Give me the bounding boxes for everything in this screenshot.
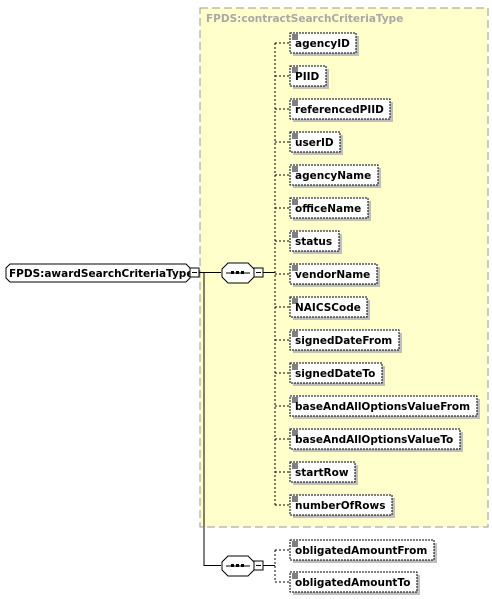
element-label[interactable]: numberOfRows — [295, 500, 385, 512]
element-box[interactable] — [289, 65, 327, 87]
element-box[interactable] — [289, 164, 379, 186]
element-box[interactable] — [289, 428, 461, 450]
element-box[interactable] — [289, 230, 340, 252]
element-content-icon — [292, 463, 298, 469]
element-label[interactable]: baseAndAllOptionsValueTo — [295, 434, 453, 446]
element-box[interactable] — [289, 197, 369, 219]
element-box[interactable] — [289, 32, 357, 54]
sequence-dot — [231, 564, 234, 567]
sequence-dot — [241, 564, 244, 567]
element-content-icon — [292, 397, 298, 403]
sequence-dot — [236, 271, 239, 274]
element-box[interactable] — [289, 362, 383, 384]
element-label[interactable]: signedDateFrom — [295, 335, 392, 347]
element-label[interactable]: officeName — [295, 203, 361, 215]
element-content-icon — [292, 34, 298, 40]
element-box[interactable] — [289, 296, 368, 318]
element-content-icon — [292, 265, 298, 271]
element-box[interactable] — [289, 263, 378, 285]
element-label[interactable]: baseAndAllOptionsValueFrom — [295, 401, 470, 413]
element-label[interactable]: agencyID — [295, 38, 350, 50]
element-label[interactable]: PIID — [295, 71, 320, 83]
element-layer: agencyID PIID referencedPIID userID agencyNa… — [263, 32, 480, 595]
element-label[interactable]: startRow — [295, 467, 349, 479]
element-label[interactable]: obligatedAmountFrom — [295, 545, 427, 557]
connector-root-seq2 — [203, 272, 221, 566]
element-content-icon — [292, 166, 298, 172]
sequence-dot — [241, 271, 244, 274]
element-label[interactable]: signedDateTo — [295, 368, 375, 380]
element-label[interactable]: referencedPIID — [295, 104, 384, 116]
element-content-icon — [292, 430, 298, 436]
group-title: FPDS:contractSearchCriteriaType — [206, 13, 403, 25]
element-content-icon — [292, 298, 298, 304]
root-label[interactable]: FPDS:awardSearchCriteriaType — [9, 268, 193, 280]
element-content-icon — [292, 573, 298, 579]
element-box[interactable] — [289, 494, 393, 516]
element-content-icon — [292, 133, 298, 139]
element-content-icon — [292, 67, 298, 73]
element-content-icon — [292, 199, 298, 205]
element-box[interactable] — [289, 98, 391, 120]
element-content-icon — [292, 331, 298, 337]
root-box[interactable] — [5, 263, 191, 283]
element-content-icon — [292, 496, 298, 502]
element-label[interactable]: agencyName — [295, 170, 371, 182]
element-box[interactable] — [289, 131, 341, 153]
element-box[interactable] — [289, 395, 478, 417]
element-content-icon — [292, 100, 298, 106]
element-box[interactable] — [289, 539, 435, 561]
element-box[interactable] — [289, 571, 418, 593]
element-label[interactable]: obligatedAmountTo — [295, 577, 410, 589]
element-content-icon — [292, 364, 298, 370]
element-box[interactable] — [289, 461, 356, 483]
element-content-icon — [292, 541, 298, 547]
element-label[interactable]: userID — [295, 137, 334, 149]
element-label[interactable]: vendorName — [295, 269, 370, 281]
element-label[interactable]: NAICSCode — [295, 302, 361, 314]
element-content-icon — [292, 232, 298, 238]
sequence-dot — [231, 271, 234, 274]
element-box[interactable] — [289, 329, 400, 351]
sequence-dot — [236, 564, 239, 567]
element-label[interactable]: status — [295, 236, 332, 248]
